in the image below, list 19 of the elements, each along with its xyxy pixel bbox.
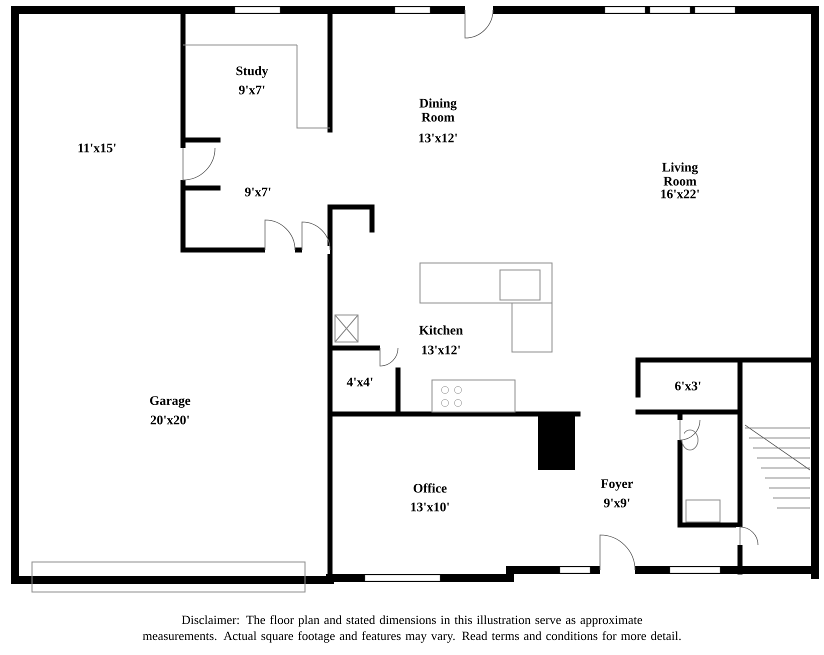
dimension-label: 13'x10' bbox=[411, 502, 449, 512]
dimension-label: 4'x4' bbox=[346, 378, 372, 386]
room-label: Study bbox=[236, 66, 268, 78]
dimension-label: 9'x9' bbox=[604, 498, 630, 508]
dimension-label: 20'x20' bbox=[150, 416, 189, 424]
dimension-label: 9'x7' bbox=[245, 188, 270, 196]
disclaimer-text: Disclaimer: The floor plan and stated dimensions in this illustration serve as approximate measurements. Actual square footage and features may vary. Read terms and conditions for more detail. bbox=[142, 615, 681, 643]
room-label: Dining Room bbox=[419, 98, 457, 122]
dimension-label: 6'x3' bbox=[675, 382, 700, 390]
dimension-label: 16'x22' bbox=[661, 190, 699, 198]
dimension-label: 9'x7' bbox=[239, 86, 264, 94]
room-label: Office bbox=[414, 483, 447, 493]
room-label: Kitchen bbox=[419, 325, 463, 335]
dimension-label: 13'x12' bbox=[422, 346, 460, 354]
dimension-label: 13'x12' bbox=[419, 134, 457, 142]
room-label: Garage bbox=[150, 396, 190, 408]
room-label: Living Room bbox=[662, 162, 698, 186]
dimension-label: 11'x15' bbox=[78, 144, 116, 152]
room-label: Foyer bbox=[600, 479, 633, 491]
